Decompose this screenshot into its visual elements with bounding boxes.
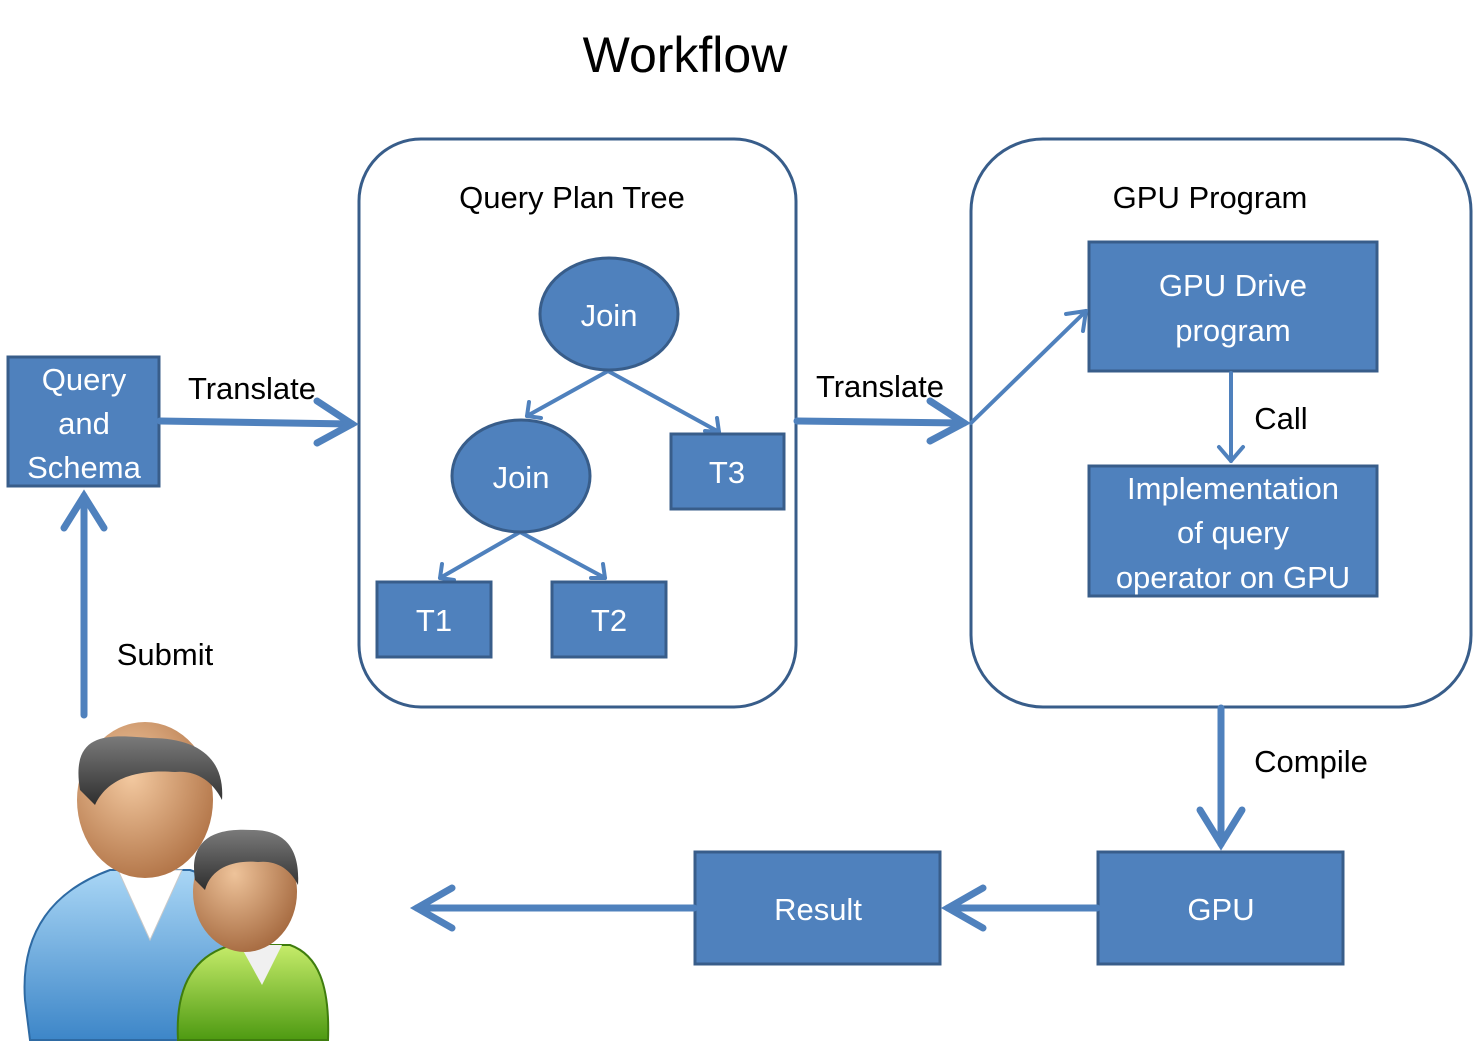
- arrow-submit-head: [60, 489, 108, 532]
- arrow-translate-1-head: [313, 397, 359, 447]
- submit-label: Submit: [117, 637, 214, 672]
- arrow-compile-head: [1196, 806, 1246, 851]
- implementation-line-1: Implementation: [1127, 471, 1339, 506]
- tree-edge-join-join-head: [525, 400, 543, 420]
- query-schema-line-2: and: [58, 406, 110, 441]
- arrow-result-user-head: [409, 884, 456, 932]
- arrow-gpu-result-head: [940, 884, 987, 932]
- implementation-line-2: of query: [1177, 515, 1290, 550]
- arrow-call-head: [1217, 445, 1245, 463]
- tree-edge-join-t3-head: [703, 416, 721, 434]
- t2-label: T2: [591, 603, 627, 638]
- t1-box: [375, 580, 493, 659]
- tree-edge-join-t2: [518, 530, 607, 580]
- implementation-line-3: operator on GPU: [1116, 560, 1350, 595]
- translate-label-1: Translate: [188, 371, 316, 406]
- join-node-top-label: Join: [581, 298, 638, 333]
- tree-edge-join-t3: [606, 369, 721, 434]
- query-schema-line-3: Schema: [27, 450, 141, 485]
- t3-label: T3: [709, 455, 745, 490]
- implementation-box: [1087, 464, 1379, 598]
- arrow-to-gpu-drive: [969, 309, 1088, 425]
- t3-box: [669, 432, 786, 511]
- join-node-top: [538, 256, 680, 372]
- gpu-drive-line-1: GPU Drive: [1159, 268, 1307, 303]
- gpu-box: [1096, 850, 1345, 966]
- tree-edge-join-t2-head: [589, 562, 607, 580]
- query-plan-tree-title: Query Plan Tree: [459, 180, 685, 215]
- call-label: Call: [1254, 401, 1307, 436]
- gpu-drive-box: [1087, 240, 1379, 373]
- gpu-drive-line-2: program: [1175, 313, 1290, 348]
- result-box: [693, 850, 942, 966]
- gpu-label: GPU: [1187, 892, 1254, 927]
- result-label: Result: [774, 892, 862, 927]
- page-title: Workflow: [583, 27, 789, 83]
- t1-label: T1: [416, 603, 452, 638]
- tree-edge-join-t1: [438, 530, 522, 580]
- arrow-to-gpu-drive-head: [1064, 309, 1088, 333]
- users-icon: [23, 722, 330, 1041]
- translate-label-2: Translate: [816, 369, 944, 404]
- gpu-program-container: [969, 137, 1473, 709]
- arrow-translate-2-head: [926, 397, 971, 445]
- join-node-mid: [450, 418, 592, 534]
- join-node-mid-label: Join: [493, 460, 550, 495]
- compile-label: Compile: [1254, 744, 1368, 779]
- tree-edge-join-t1-head: [438, 562, 456, 582]
- query-schema-box: [6, 355, 161, 488]
- t2-box: [550, 580, 668, 659]
- tree-edge-join-join: [525, 369, 610, 418]
- arrow-translate-1: [156, 417, 356, 428]
- query-schema-line-1: Query: [42, 362, 127, 397]
- gpu-program-title: GPU Program: [1113, 180, 1308, 215]
- arrow-translate-2: [793, 417, 968, 427]
